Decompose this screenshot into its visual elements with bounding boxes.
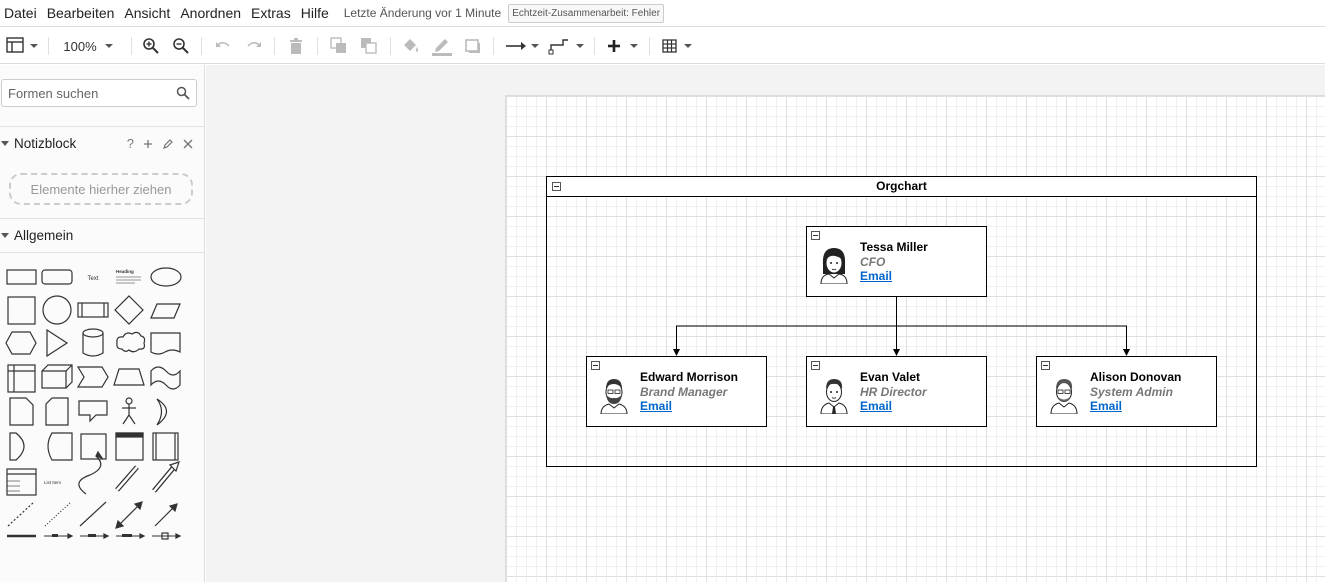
to-front-icon bbox=[330, 37, 346, 53]
zoom-out-icon bbox=[173, 38, 189, 54]
person-name: Edward Morrison bbox=[640, 370, 739, 384]
zoom-in-icon bbox=[143, 38, 159, 54]
person-role: System Admin bbox=[1090, 385, 1173, 399]
bearded-man-avatar-icon bbox=[600, 379, 628, 414]
person-card-tessa-miller[interactable]: Tessa Miller CFO Email bbox=[806, 226, 987, 297]
undo-button[interactable] bbox=[212, 27, 234, 65]
email-link[interactable]: Email bbox=[1090, 399, 1123, 413]
line-color-button[interactable] bbox=[430, 27, 454, 65]
shape-palette-grid[interactable]: Text Heading bbox=[0, 253, 205, 582]
shape-search-box bbox=[1, 79, 197, 107]
collapse-icon[interactable] bbox=[811, 231, 820, 240]
person-name: Tessa Miller bbox=[860, 240, 928, 254]
chevron-down-icon bbox=[104, 44, 113, 48]
redo-button[interactable] bbox=[243, 27, 265, 65]
orgchart-container[interactable]: Orgchart bbox=[546, 176, 1257, 467]
email-link[interactable]: Email bbox=[860, 399, 893, 413]
person-name: Evan Valet bbox=[860, 370, 921, 384]
collapse-icon[interactable] bbox=[591, 361, 600, 370]
general-shapes-title: Allgemein bbox=[14, 228, 74, 243]
collapse-icon[interactable] bbox=[552, 182, 561, 191]
waypoint-connector-icon bbox=[548, 39, 584, 55]
scratchpad-dropzone[interactable]: Elemente hierher ziehen bbox=[9, 173, 193, 205]
collapse-icon[interactable] bbox=[811, 361, 820, 370]
male-avatar-icon bbox=[820, 379, 848, 414]
plus-icon bbox=[608, 40, 638, 52]
zoom-dropdown[interactable]: 100% bbox=[60, 27, 120, 65]
fill-color-button[interactable] bbox=[400, 27, 422, 65]
shape-search-input[interactable] bbox=[2, 80, 167, 106]
pencil-icon bbox=[432, 39, 452, 56]
redo-icon bbox=[247, 41, 261, 47]
help-button[interactable]: ? bbox=[126, 136, 134, 151]
format-panel-button[interactable] bbox=[4, 27, 40, 65]
general-shapes-palette: Text Heading bbox=[0, 252, 205, 582]
person-role: Brand Manager bbox=[640, 385, 728, 399]
menu-arrange[interactable]: Anordnen bbox=[180, 5, 242, 21]
shapes-sidebar: Notizblock ? Elemente hierher ziehen All… bbox=[0, 65, 205, 582]
heading-shape-label: Heading bbox=[116, 269, 134, 274]
undo-icon bbox=[216, 41, 230, 47]
email-link[interactable]: Email bbox=[640, 399, 673, 413]
add-icon[interactable] bbox=[143, 139, 153, 149]
insert-dropdown[interactable] bbox=[604, 27, 640, 65]
female-avatar-icon bbox=[820, 248, 848, 284]
menu-edit[interactable]: Bearbeiten bbox=[46, 5, 115, 21]
collapse-triangle-icon bbox=[1, 233, 9, 238]
panel-layout-icon bbox=[6, 37, 38, 53]
trash-icon bbox=[290, 38, 302, 54]
to-back-icon bbox=[361, 38, 377, 54]
menubar: Datei Bearbeiten Ansicht Anordnen Extras… bbox=[0, 0, 1325, 26]
zoom-out-button[interactable] bbox=[170, 27, 192, 65]
menu-extras[interactable]: Extras bbox=[251, 5, 291, 21]
general-shapes-header[interactable]: Allgemein bbox=[0, 218, 204, 252]
waypoints-dropdown[interactable] bbox=[547, 27, 585, 65]
person-card-edward-morrison[interactable]: Edward Morrison Brand Manager Email bbox=[586, 356, 767, 427]
scratchpad-title: Notizblock bbox=[14, 136, 77, 151]
arrow-right-icon bbox=[506, 42, 539, 50]
menu-help[interactable]: Hilfe bbox=[300, 5, 329, 21]
orgchart-title[interactable]: Orgchart bbox=[547, 177, 1256, 197]
person-role: CFO bbox=[860, 255, 886, 269]
edit-pencil-icon[interactable] bbox=[162, 138, 174, 150]
zoom-level: 100% bbox=[63, 38, 97, 54]
search-icon[interactable] bbox=[176, 86, 190, 100]
menu-view[interactable]: Ansicht bbox=[124, 5, 171, 21]
person-role: HR Director bbox=[860, 385, 927, 399]
delete-button[interactable] bbox=[285, 27, 307, 65]
drawing-canvas[interactable] bbox=[206, 65, 1325, 582]
close-icon[interactable] bbox=[183, 139, 193, 149]
shadow-icon bbox=[465, 39, 480, 53]
table-icon bbox=[662, 39, 692, 53]
text-shape-label: Text bbox=[87, 276, 98, 282]
to-back-button[interactable] bbox=[358, 27, 380, 65]
person-card-alison-donovan[interactable]: Alison Donovan System Admin Email bbox=[1036, 356, 1217, 427]
zoom-in-button[interactable] bbox=[140, 27, 162, 65]
shadow-button[interactable] bbox=[462, 27, 484, 65]
collapse-triangle-icon bbox=[1, 141, 9, 146]
collapse-icon[interactable] bbox=[1041, 361, 1050, 370]
last-change-status[interactable]: Letzte Änderung vor 1 Minute bbox=[343, 6, 502, 20]
table-dropdown[interactable] bbox=[660, 27, 696, 65]
toolbar: 100% bbox=[0, 26, 1325, 64]
collab-status-badge[interactable]: Echtzeit-Zusammenarbeit: Fehler bbox=[508, 3, 665, 23]
to-front-button[interactable] bbox=[328, 27, 350, 65]
menu-file[interactable]: Datei bbox=[4, 5, 37, 21]
person-card-evan-valet[interactable]: Evan Valet HR Director Email bbox=[806, 356, 987, 427]
scratchpad-header[interactable]: Notizblock ? bbox=[0, 126, 204, 160]
connection-style-dropdown[interactable] bbox=[504, 27, 540, 65]
person-name: Alison Donovan bbox=[1090, 370, 1182, 384]
paint-bucket-icon bbox=[404, 39, 418, 52]
email-link[interactable]: Email bbox=[860, 269, 893, 283]
glasses-man-avatar-icon bbox=[1050, 379, 1078, 414]
list-item-shape-label: List Item bbox=[44, 480, 61, 485]
